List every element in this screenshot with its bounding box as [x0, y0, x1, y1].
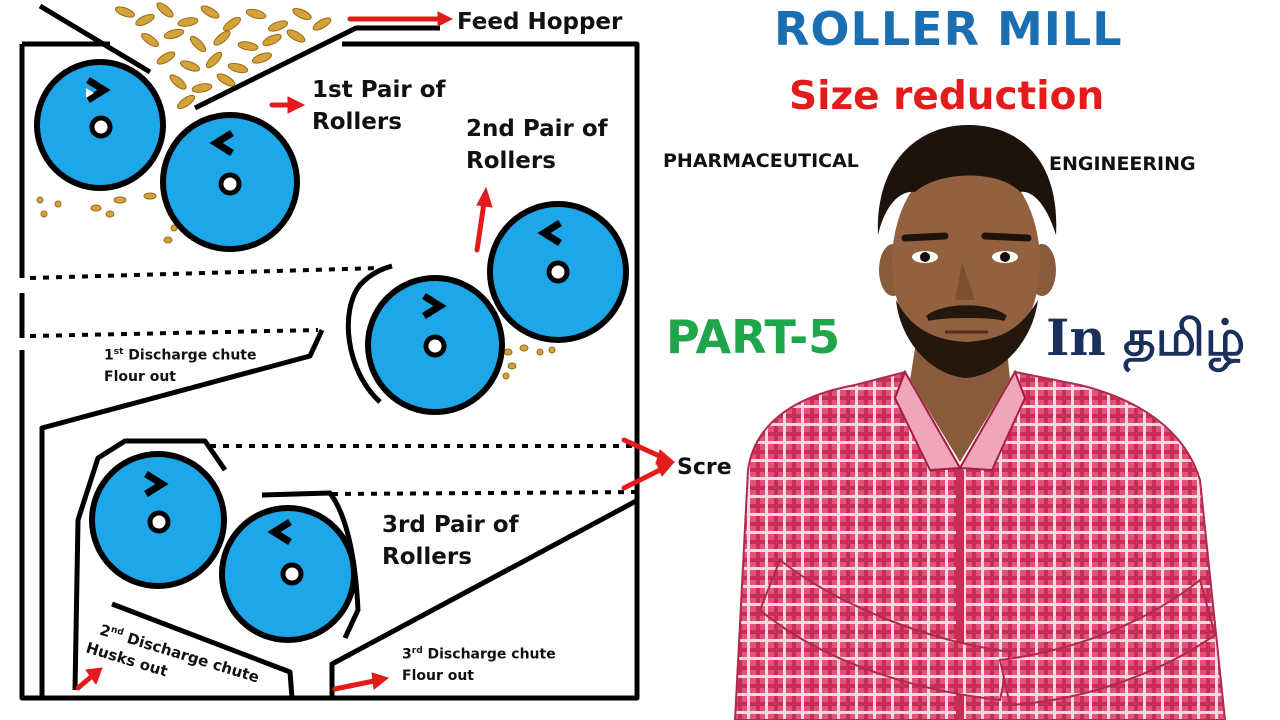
label-pair-1: 1st Pair of Rollers	[312, 74, 446, 138]
roller-2a	[487, 201, 629, 343]
arrow-screen-upper	[621, 437, 676, 465]
arrow-pair-1	[269, 96, 306, 114]
arrow-chute-3	[332, 672, 390, 692]
presenter-nose	[955, 262, 975, 300]
label-chute-1-line2: Flour out	[104, 368, 177, 385]
part-number: PART-5	[666, 310, 841, 364]
screens	[29, 266, 641, 496]
roller-pair-2	[365, 201, 629, 415]
presenter-mustache	[926, 305, 1007, 321]
roller-pair-3	[89, 451, 357, 643]
label-pair-2-line2: Rollers	[466, 148, 556, 174]
label-screen: Scre	[677, 455, 732, 480]
casing-outer	[19, 41, 640, 701]
presenter-beard	[896, 300, 1038, 378]
label-chute-1: 1st Discharge chute Flour out	[104, 342, 256, 388]
roller-1a	[34, 59, 166, 191]
arrow-screen-lower	[621, 461, 676, 491]
roller-3a	[89, 451, 227, 589]
arrow-chute-2	[75, 667, 103, 691]
roller-pair-1	[34, 59, 300, 252]
presenter-arm-right	[998, 578, 1217, 707]
chute1-floor	[39, 328, 325, 698]
chute2-wall	[72, 438, 228, 691]
presenter-collar	[893, 369, 1027, 472]
roller-1b	[160, 112, 300, 252]
label-pair-2: 2nd Pair of Rollers	[466, 113, 608, 177]
label-chute-1-line1: 1st Discharge chute	[104, 347, 257, 364]
arrow-feed-hopper	[347, 11, 454, 27]
screen-line-4	[331, 490, 641, 496]
label-pair-2-line1: 2nd Pair of	[466, 116, 608, 142]
label-chute-3-line2: Flour out	[402, 667, 475, 684]
roller-2b-chevron-icon	[422, 293, 447, 319]
tag-engineering: ENGINEERING	[1049, 153, 1196, 175]
roller2-guard	[345, 263, 393, 404]
label-pair-3: 3rd Pair of Rollers	[382, 509, 519, 573]
grain-pile	[36, 2, 556, 380]
presenter-eyebrows	[901, 232, 1032, 242]
label-pair-3-line2: Rollers	[382, 544, 472, 570]
label-pair-3-line1: 3rd Pair of	[382, 512, 519, 538]
presenter-placket	[956, 470, 964, 720]
presenter-arm-left	[758, 558, 1012, 702]
roller-1a-chevron-icon	[86, 77, 111, 103]
label-feed-hopper: Feed Hopper	[457, 9, 623, 35]
presenter-photo	[733, 125, 1227, 720]
pointer-arrows	[75, 11, 676, 692]
roller-3b-chevron-icon	[267, 519, 292, 545]
label-chute-3-line1: 3rd Discharge chute	[402, 646, 556, 663]
roller-2a-chevron-icon	[537, 220, 562, 246]
label-chute-3: 3rd Discharge chute Flour out	[402, 641, 556, 687]
hopper-wall-left	[38, 3, 152, 75]
chute3-floor	[329, 497, 640, 698]
tag-pharmaceutical: PHARMACEUTICAL	[663, 150, 859, 172]
hopper-wall-right	[193, 25, 440, 111]
roller-3b	[219, 505, 357, 643]
label-pair-1-line1: 1st Pair of	[312, 77, 446, 103]
roller-2b	[365, 275, 505, 415]
language-tag: In தமிழ்	[1046, 308, 1246, 367]
title-main: ROLLER MILL	[774, 2, 1123, 56]
screen-line-1	[29, 266, 381, 280]
roller-3a-chevron-icon	[144, 471, 169, 497]
title-subtitle: Size reduction	[789, 74, 1105, 119]
screen-line-2	[29, 328, 319, 338]
roller-1b-chevron-icon	[209, 130, 234, 156]
arrow-pair-2	[474, 186, 493, 253]
mill-casing	[19, 3, 640, 701]
presenter-hair	[877, 125, 1057, 235]
chute2-floor	[111, 601, 295, 699]
label-pair-1-line2: Rollers	[312, 109, 402, 135]
